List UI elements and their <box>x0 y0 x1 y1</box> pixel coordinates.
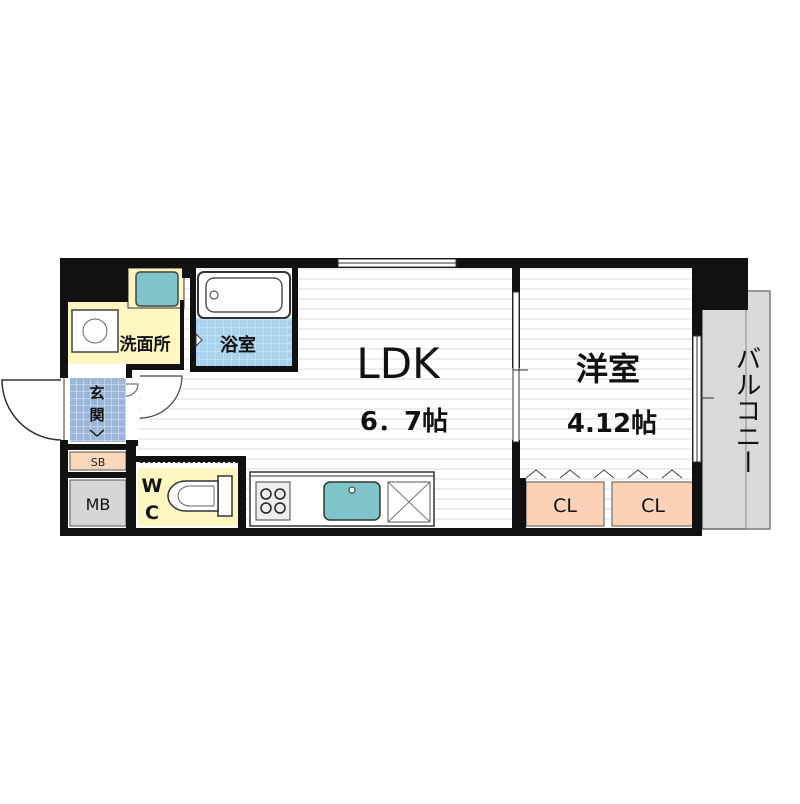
entrance-door-icon <box>1 379 63 441</box>
bath-door-mark <box>195 332 203 348</box>
bathtub-icon <box>197 271 291 319</box>
entrance-label-char-1: 玄 <box>89 384 104 402</box>
closet-1-label: CL <box>553 495 577 517</box>
shoe-box-label: SB <box>91 456 106 469</box>
bath-label: 浴室 <box>220 334 256 356</box>
meter-box-label: MB <box>86 495 111 514</box>
washroom-label: 洗面所 <box>120 334 171 355</box>
toilet-label-char-1: W <box>142 475 163 497</box>
toilet-icon <box>167 475 233 517</box>
kitchen-sink-icon <box>323 481 381 521</box>
closet-2: CL <box>611 481 695 527</box>
hall-door-icon <box>139 375 183 419</box>
meter-box <box>69 479 127 527</box>
ldk-label: LDK <box>356 339 441 388</box>
window-balcony <box>692 335 714 463</box>
closet-1: CL <box>525 481 605 527</box>
closet-2-label: CL <box>641 495 665 517</box>
ldk-size: 6．7帖 <box>360 407 448 437</box>
bathroom-floor <box>196 318 292 366</box>
sink-icon <box>135 271 179 307</box>
entrance-label-char-2: 関 <box>89 406 104 424</box>
washing-machine-pan-icon <box>71 309 119 353</box>
stove-icon <box>255 481 291 521</box>
sliding-door-ldk-western <box>512 291 528 443</box>
entrance-floor <box>70 378 126 442</box>
closet-door-marks <box>525 469 683 479</box>
entrance-opening <box>61 378 67 440</box>
balcony: バルコニー <box>701 290 771 530</box>
entrance-arrow-icon <box>89 429 105 437</box>
western-room-size: 4.12帖 <box>567 409 657 439</box>
balcony-label: バルコニー <box>731 345 761 475</box>
toilet-label-char-2: C <box>145 502 159 524</box>
window-ldk <box>337 258 457 268</box>
western-room-label: 洋室 <box>576 350 640 388</box>
refrigerator-space-icon <box>387 481 431 523</box>
